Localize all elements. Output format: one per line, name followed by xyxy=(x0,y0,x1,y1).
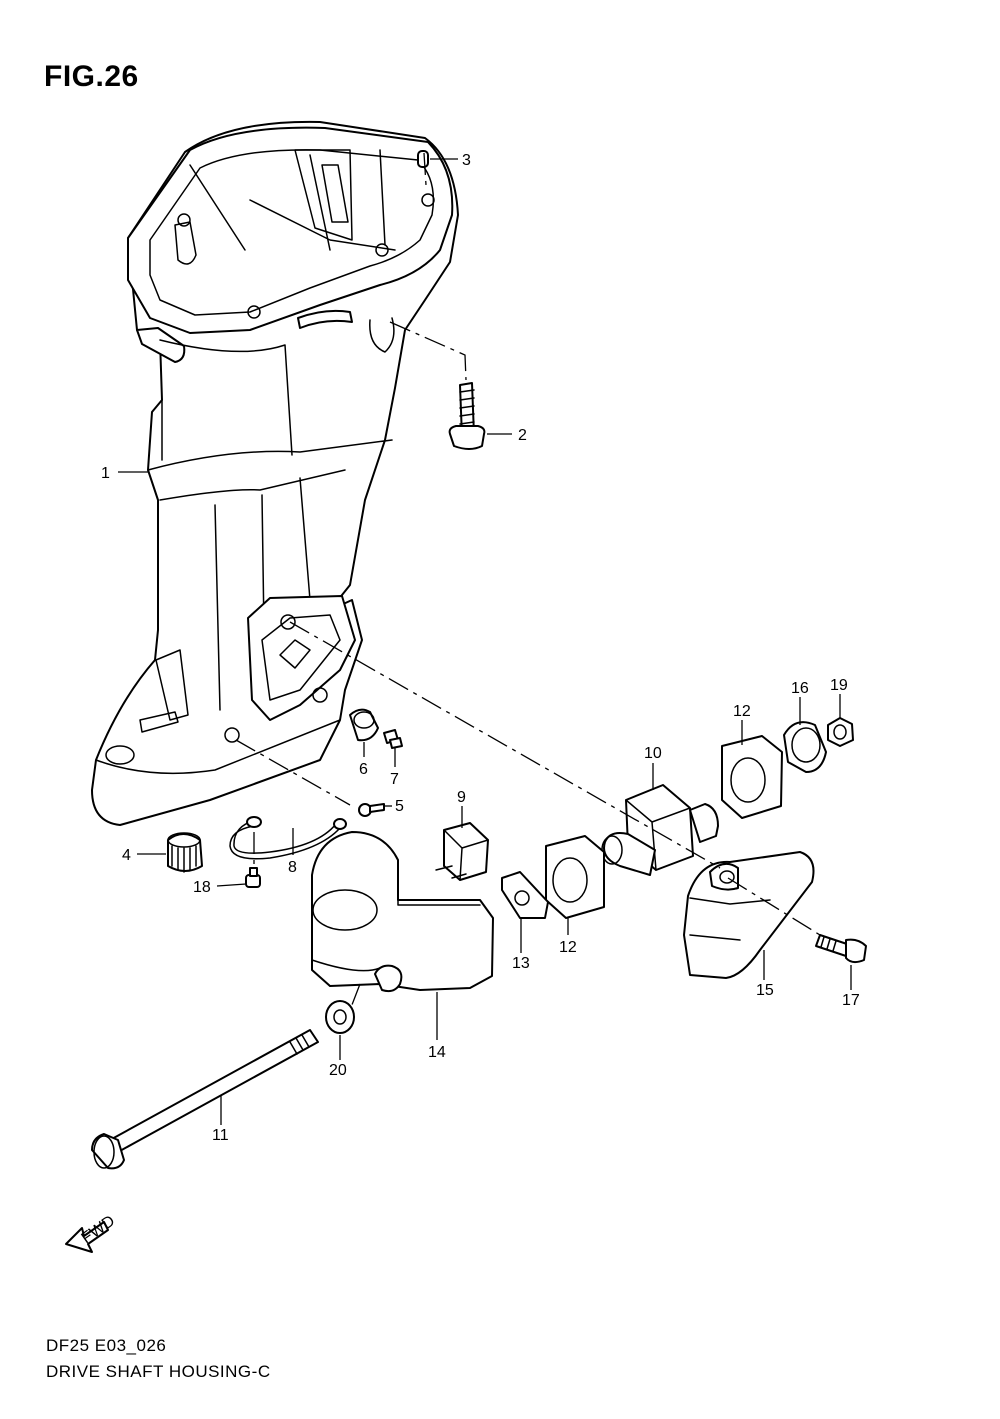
thrust-bushing-16[interactable] xyxy=(783,721,827,773)
assembly-lines xyxy=(235,152,821,1011)
drive-shaft-housing[interactable] xyxy=(91,120,459,826)
callout-numbers: 1 2 3 4 5 6 7 8 9 10 11 12 12 13 14 15 1… xyxy=(101,152,860,1144)
swivel-bracket-14[interactable] xyxy=(311,831,494,993)
callout-16: 16 xyxy=(791,680,809,697)
bushing-6[interactable] xyxy=(349,708,379,742)
rubber-block-9[interactable] xyxy=(435,822,489,881)
plate-12-upper[interactable] xyxy=(721,735,783,819)
callout-1: 1 xyxy=(101,465,110,482)
figure-title: FIG.26 xyxy=(44,60,139,93)
pivot-shaft-10[interactable] xyxy=(601,784,719,876)
callout-3: 3 xyxy=(462,152,471,169)
callout-19: 19 xyxy=(830,677,848,694)
callout-10: 10 xyxy=(644,745,662,762)
fwd-label: FWD xyxy=(79,1212,119,1247)
callout-9: 9 xyxy=(457,789,466,806)
dowel-pin-3[interactable] xyxy=(417,150,429,168)
callout-7: 7 xyxy=(390,771,399,788)
callout-15: 15 xyxy=(756,982,774,999)
washer-20[interactable] xyxy=(325,1000,355,1034)
plate-12-lower[interactable] xyxy=(545,835,605,919)
leader-lines xyxy=(118,158,852,1125)
callout-4: 4 xyxy=(122,847,131,864)
callout-20: 20 xyxy=(329,1062,347,1079)
screw-7[interactable] xyxy=(383,729,403,749)
callout-5: 5 xyxy=(395,798,404,815)
long-bolt-11[interactable] xyxy=(91,1029,319,1170)
washer-plate-13[interactable] xyxy=(501,871,549,919)
swivel-cover-15[interactable] xyxy=(683,851,815,979)
figure-name: DRIVE SHAFT HOUSING-C xyxy=(46,1362,271,1381)
callout-12-lower: 12 xyxy=(559,939,577,956)
nut-19[interactable] xyxy=(827,717,854,747)
callout-2: 2 xyxy=(518,427,527,444)
callout-8: 8 xyxy=(288,859,297,876)
callout-18: 18 xyxy=(193,879,211,896)
callout-6: 6 xyxy=(359,761,368,778)
screw-5[interactable] xyxy=(358,803,385,817)
bolt-17[interactable] xyxy=(815,934,867,964)
callout-13: 13 xyxy=(512,955,530,972)
figure-code: DF25 E03_026 xyxy=(46,1336,167,1355)
callout-17: 17 xyxy=(842,992,860,1009)
callout-12-upper: 12 xyxy=(733,703,751,720)
callout-11: 11 xyxy=(212,1127,229,1144)
anode-4[interactable] xyxy=(167,832,203,873)
bolt-2[interactable] xyxy=(448,382,486,450)
ground-wire-8[interactable] xyxy=(229,816,347,860)
callout-14: 14 xyxy=(428,1044,446,1061)
fwd-arrow-icon: FWD xyxy=(65,1212,119,1253)
screw-18[interactable] xyxy=(245,867,261,888)
